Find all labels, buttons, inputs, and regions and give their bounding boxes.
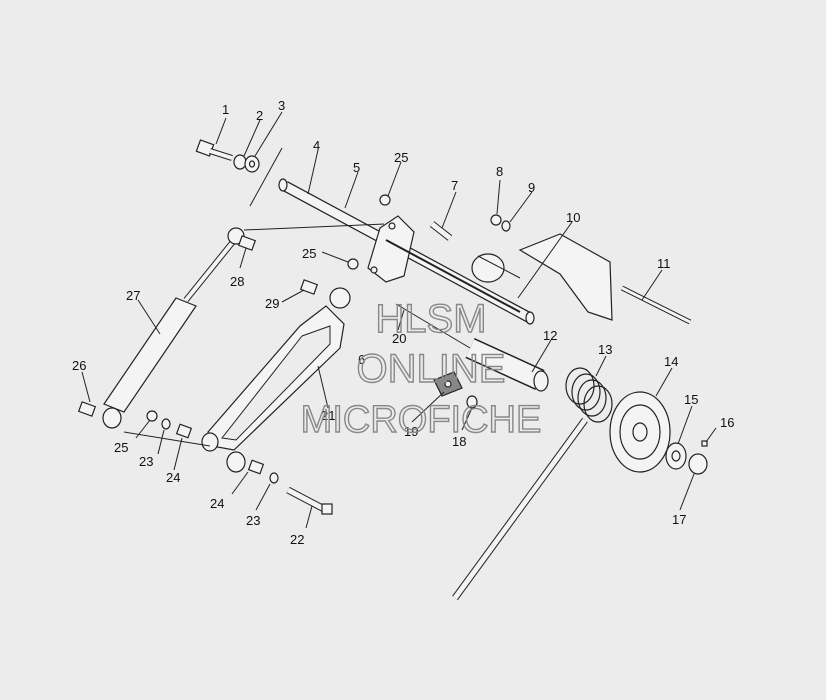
nut-25-mid: [347, 258, 359, 270]
bushing-26: [77, 401, 97, 417]
callout-25-top: 25: [394, 150, 408, 165]
block-19: [433, 371, 463, 397]
washer-23-right: [269, 472, 279, 484]
callout-15: 15: [684, 392, 698, 407]
bolt-22: [286, 486, 333, 515]
callout-18: 18: [452, 434, 466, 449]
nut-8: [490, 214, 502, 226]
bushing-24-left: [175, 423, 193, 439]
callout-9: 9: [528, 180, 535, 195]
bracket-5: [367, 215, 521, 313]
callout-6: 6: [358, 352, 365, 367]
callout-25-mid: 25: [302, 246, 316, 261]
washer-3: [244, 155, 260, 173]
callout-27: 27: [126, 288, 140, 303]
bolt-1: [195, 139, 233, 161]
washer-15: [665, 442, 687, 470]
idler-wheel-14: [609, 391, 671, 473]
arm-hub-10: [471, 233, 613, 321]
callout-20: 20: [392, 331, 406, 346]
callout-11: 11: [657, 256, 671, 271]
callout-22: 22: [290, 532, 304, 547]
callout-13: 13: [598, 342, 612, 357]
bushing-29: [299, 279, 319, 295]
watermark-line-3: MICROFICHE: [301, 399, 542, 441]
shock-absorber-27: [102, 227, 245, 429]
callout-3: 3: [278, 98, 285, 113]
callout-10: 10: [566, 210, 580, 225]
callout-21: 21: [321, 408, 335, 423]
callout-12: 12: [543, 328, 557, 343]
washer-23-left: [161, 418, 171, 430]
bushing-28: [237, 235, 257, 251]
callout-17: 17: [672, 512, 686, 527]
callout-23-left: 23: [139, 454, 153, 469]
leader-lines: [81, 111, 717, 529]
washer-9: [501, 220, 511, 232]
tube-12: [465, 337, 549, 392]
swing-arm-21: [201, 287, 351, 452]
callout-8: 8: [496, 164, 503, 179]
torsion-spring-13: [452, 367, 613, 601]
callout-14: 14: [664, 354, 678, 369]
callout-7: 7: [451, 178, 458, 193]
nut-2: [233, 154, 247, 170]
callout-24-right: 24: [210, 496, 224, 511]
rod-11: [620, 285, 692, 325]
callout-29: 29: [265, 296, 279, 311]
callout-25-low: 25: [114, 440, 128, 455]
watermark: HLSM ONLINE MICROFICHE: [300, 296, 542, 441]
callout-26: 26: [72, 358, 86, 373]
callout-2: 2: [256, 108, 263, 123]
watermark-line-2: ONLINE: [357, 347, 506, 391]
callout-28: 28: [230, 274, 244, 289]
nut-25-top: [379, 194, 391, 206]
callout-24-left: 24: [166, 470, 180, 485]
spacer: [226, 451, 246, 473]
set-screw-16: [701, 440, 708, 447]
callout-23-right: 23: [246, 513, 260, 528]
watermark-line-1: HLSM: [375, 297, 486, 341]
callout-19: 19: [404, 424, 418, 439]
collar-17: [688, 453, 708, 475]
nut-25-low: [146, 410, 158, 422]
callout-5: 5: [353, 160, 360, 175]
pin-7: [429, 221, 453, 241]
callout-4: 4: [313, 138, 320, 153]
bushing-24-right: [247, 459, 265, 475]
shaft-20: [395, 303, 471, 349]
callout-numbers: 1 2 3 4 5 25 7 8 9 10 11 25 28 27 29 20 …: [72, 98, 734, 547]
callout-1: 1: [222, 102, 229, 117]
callout-16: 16: [720, 415, 734, 430]
